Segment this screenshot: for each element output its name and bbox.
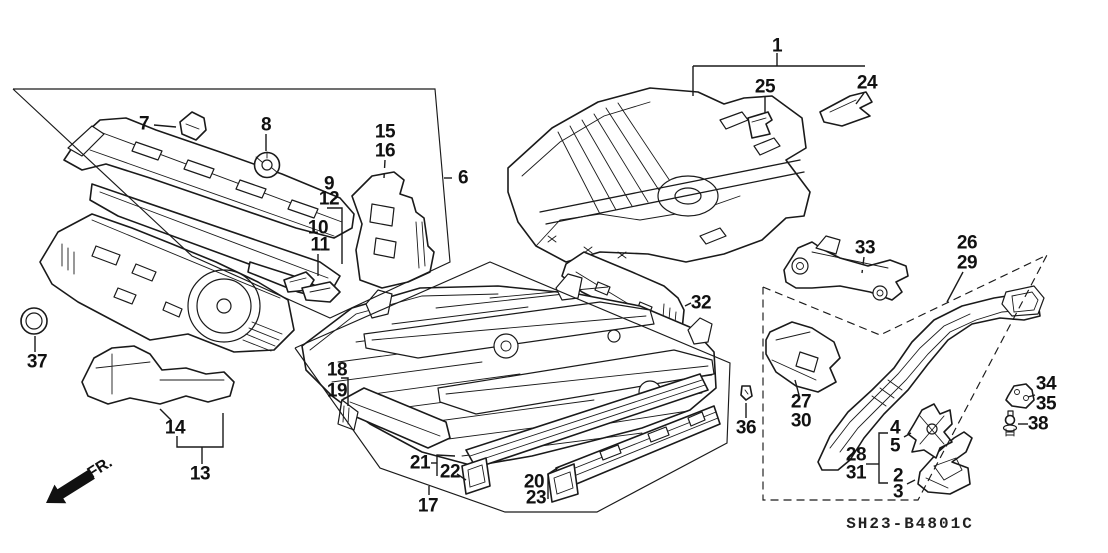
rear-crossmember-33 [783, 235, 909, 301]
front-pillar-15-16 [351, 171, 435, 289]
inner-sill-21-22 [461, 373, 709, 495]
callout-23: 23 [526, 488, 546, 509]
bracket-2-3 [917, 431, 973, 495]
callout-24: 24 [857, 73, 878, 94]
callout-29: 29 [957, 253, 977, 274]
leader-15-16 [383, 159, 386, 179]
diagram-code: SH23-B4801C [846, 515, 974, 533]
gusset-4-5 [907, 403, 953, 459]
grommet-8 [253, 151, 281, 179]
callout-28: 28 [846, 445, 866, 466]
bracket-28-31 [878, 432, 888, 484]
callout-8: 8 [261, 115, 271, 136]
callout-4: 4 [890, 418, 901, 439]
leader-7 [153, 124, 177, 128]
callout-18: 18 [327, 360, 347, 381]
leader-26-29 [946, 271, 964, 303]
cowl-bracket-7 [179, 111, 207, 141]
callout-10: 10 [308, 218, 328, 239]
callout-37: 37 [27, 352, 47, 373]
callout-1: 1 [772, 36, 783, 57]
callout-2: 2 [893, 466, 903, 487]
bracket-21-22 [436, 454, 456, 476]
floor-group-boundary [294, 261, 731, 513]
callout-33: 33 [855, 238, 875, 259]
bracket-25 [747, 111, 773, 139]
bracket-9-12 [327, 207, 343, 264]
leader-14 [159, 408, 172, 421]
callout-22: 22 [440, 462, 460, 483]
leader-24 [855, 92, 865, 105]
callout-15: 15 [375, 122, 396, 143]
grommet-37 [20, 307, 48, 335]
leader-22 [456, 473, 467, 481]
callout-31: 31 [846, 463, 867, 484]
bracket-18-19 [341, 377, 349, 406]
callout-34: 34 [1036, 374, 1057, 395]
plug-36 [740, 385, 753, 401]
leader-4-5 [903, 432, 912, 438]
rear-frame-26-29 [817, 285, 1045, 471]
rear-floor-panel [507, 87, 811, 263]
fr-direction-indicator: FR. [46, 454, 115, 504]
leader-32 [684, 302, 692, 307]
callout-7: 7 [139, 114, 149, 135]
floor-rail-18-19 [337, 387, 451, 449]
callout-13: 13 [190, 464, 210, 485]
rear-frame-group-boundary [762, 253, 1049, 501]
callout-17: 17 [418, 496, 438, 517]
callout-20: 20 [524, 472, 544, 493]
clip-34-35 [1005, 383, 1035, 409]
callout-5: 5 [890, 436, 901, 457]
bracket-20-23 [547, 466, 560, 499]
callout-6: 6 [458, 168, 468, 189]
callout-32: 32 [691, 293, 711, 314]
cowl-group-boundary [12, 88, 451, 319]
callout-11: 11 [310, 235, 330, 256]
brackets-10-11 [283, 271, 341, 303]
callout-19: 19 [327, 381, 347, 402]
crossmember-14 [81, 345, 235, 405]
callout-21: 21 [410, 453, 431, 474]
outer-sill-20-23 [547, 405, 721, 503]
bracket-24 [819, 91, 873, 127]
dashboard-panel [39, 213, 295, 353]
callout-25: 25 [755, 77, 776, 98]
leader-34-35 [1027, 394, 1036, 398]
leader-2-3 [906, 479, 916, 485]
callout-16: 16 [375, 141, 395, 162]
callout-38: 38 [1028, 414, 1048, 435]
fr-arrow-icon [46, 469, 95, 504]
callout-3: 3 [893, 482, 903, 503]
bracket-27-30 [765, 321, 841, 393]
callout-35: 35 [1036, 394, 1057, 415]
leader-33 [861, 256, 865, 274]
callout-27: 27 [791, 392, 811, 413]
bolt-38 [1002, 410, 1018, 437]
leader-27-30 [794, 379, 800, 396]
callout-30: 30 [791, 411, 811, 432]
callout-26: 26 [957, 233, 977, 254]
bracket-13 [176, 413, 224, 448]
callout-12: 12 [319, 189, 339, 210]
callout-9: 9 [324, 174, 334, 195]
callout-36: 36 [736, 418, 756, 439]
callout-14: 14 [165, 418, 186, 439]
parts-artwork [20, 87, 1045, 503]
